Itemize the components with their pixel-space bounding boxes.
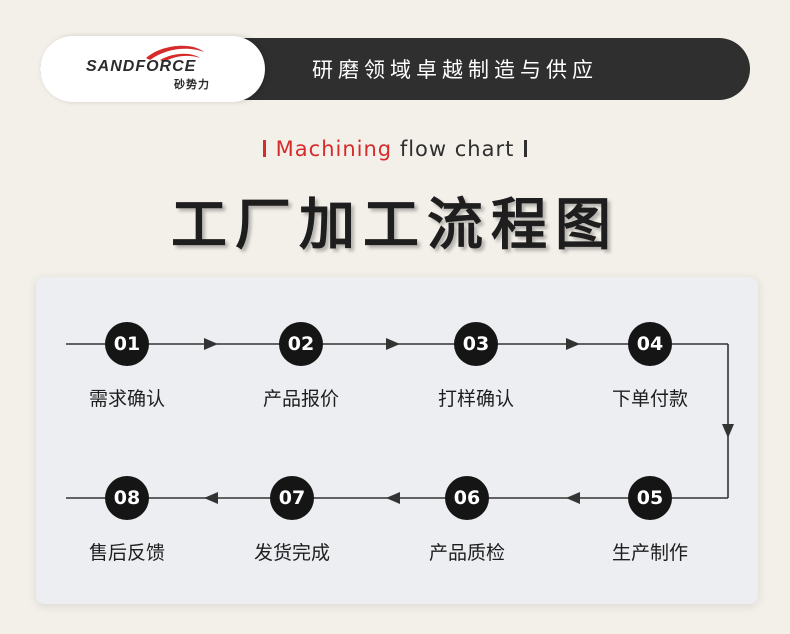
logo-brand: SANDFORCE bbox=[86, 58, 197, 75]
arrow-left-icon bbox=[386, 492, 400, 504]
arrow-right-icon bbox=[204, 338, 218, 350]
logo-brand-cn: 砂势力 bbox=[174, 78, 210, 91]
subtitle-rest: flow chart bbox=[399, 137, 515, 161]
step-node-06: 06 bbox=[445, 476, 489, 520]
subtitle-bar-right bbox=[524, 140, 528, 157]
header-slogan: 研磨领域卓越制造与供应 bbox=[312, 58, 598, 82]
logo-swoosh-icon bbox=[146, 45, 204, 62]
step-node-01: 01 bbox=[105, 322, 149, 366]
arrow-down-icon bbox=[722, 424, 734, 438]
step-label-08: 售后反馈 bbox=[88, 542, 165, 564]
step-label-01: 需求确认 bbox=[88, 388, 165, 410]
step-label-07: 发货完成 bbox=[253, 542, 330, 564]
arrow-right-icon bbox=[386, 338, 400, 350]
page-title: 工厂加工流程图 bbox=[171, 193, 619, 258]
step-label-03: 打样确认 bbox=[437, 388, 514, 410]
step-node-05: 05 bbox=[628, 476, 672, 520]
step-label-05: 生产制作 bbox=[611, 542, 688, 564]
step-label-02: 产品报价 bbox=[262, 388, 339, 410]
step-node-03: 03 bbox=[454, 322, 498, 366]
arrow-left-icon bbox=[566, 492, 580, 504]
step-node-04: 04 bbox=[628, 322, 672, 366]
subtitle-bar-left bbox=[262, 140, 266, 157]
logo-pill bbox=[40, 36, 265, 102]
subtitle-highlight: Machining bbox=[275, 137, 393, 161]
step-node-07: 07 bbox=[270, 476, 314, 520]
arrow-left-icon bbox=[204, 492, 218, 504]
step-node-02: 02 bbox=[279, 322, 323, 366]
step-label-06: 产品质检 bbox=[428, 542, 505, 564]
subtitle: Machining flow chart bbox=[0, 137, 790, 161]
step-label-04: 下单付款 bbox=[611, 388, 688, 410]
arrow-right-icon bbox=[566, 338, 580, 350]
step-node-08: 08 bbox=[105, 476, 149, 520]
